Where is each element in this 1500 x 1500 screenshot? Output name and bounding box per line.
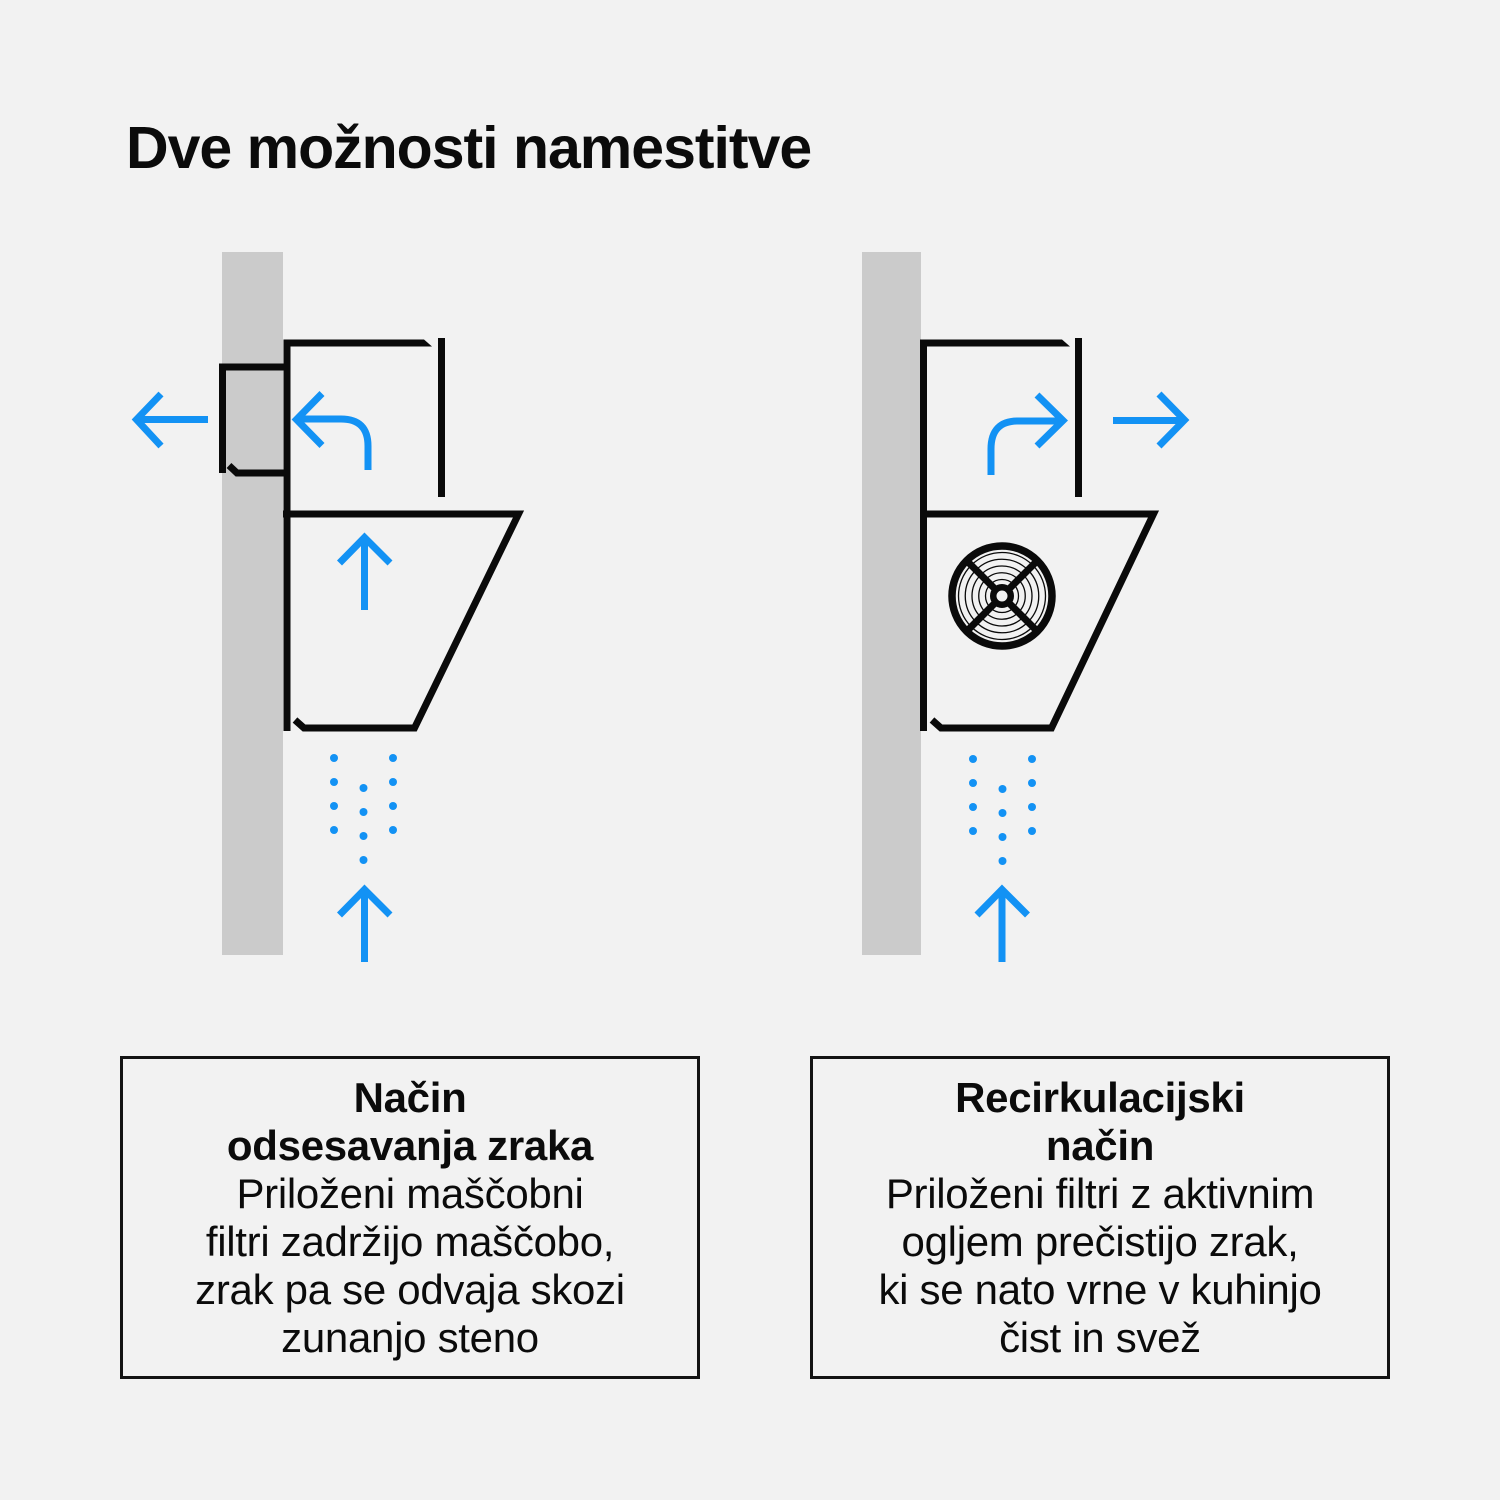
card-body-line: čist in svež [999,1313,1201,1361]
card-body-line: zunanjo steno [281,1313,539,1361]
hood-canopy-icon [283,510,525,732]
air-return-right-arrow [1113,391,1190,449]
card-body-line: Priloženi maščobni [236,1169,584,1217]
card-body-line: filtri zadržijo maščobo, [205,1217,615,1265]
hood-chimney-icon [283,339,424,731]
recirculation-mode-card: Recirkulacijski način Priloženi filtri z… [810,1056,1390,1379]
extraction-diagram [131,252,525,962]
card-body-line: ogljem prečistijo zrak, [901,1217,1299,1265]
steam-dots-icon [330,754,397,864]
exhaust-duct-bottom [226,462,284,477]
hood-chimney-icon [920,339,1062,731]
card-title-line: Način [353,1073,467,1121]
recirculation-diagram [862,252,1190,962]
steam-up-arrow [337,884,393,962]
card-title-line: odsesavanja zraka [226,1121,594,1169]
air-up-arrow [337,532,393,610]
card-body-line: zrak pa se odvaja skozi [195,1265,625,1313]
card-title-line: način [1045,1121,1155,1169]
hood-chimney-line-cap [1062,339,1070,347]
air-curve-up-left-arrow [291,391,372,470]
air-exhaust-left-arrow [131,391,208,449]
extraction-mode-card: Način odsesavanja zraka Priloženi maščob… [120,1056,700,1379]
wall [222,252,283,955]
hood-chimney-line-cap [424,339,432,347]
exhaust-duct-icon [219,363,284,473]
card-title-line: Recirkulacijski [955,1073,1245,1121]
steam-up-arrow [974,884,1030,962]
page-title: Dve možnosti namestitve [126,115,812,181]
hood-canopy-icon [920,510,1160,732]
card-body-line: ki se nato vrne v kuhinjo [878,1265,1322,1313]
wall [862,252,921,955]
fan-icon [948,542,1056,650]
air-curve-up-right-arrow [987,392,1068,475]
steam-dots-icon [969,755,1036,865]
card-body-line: Priloženi filtri z aktivnim [885,1169,1315,1217]
